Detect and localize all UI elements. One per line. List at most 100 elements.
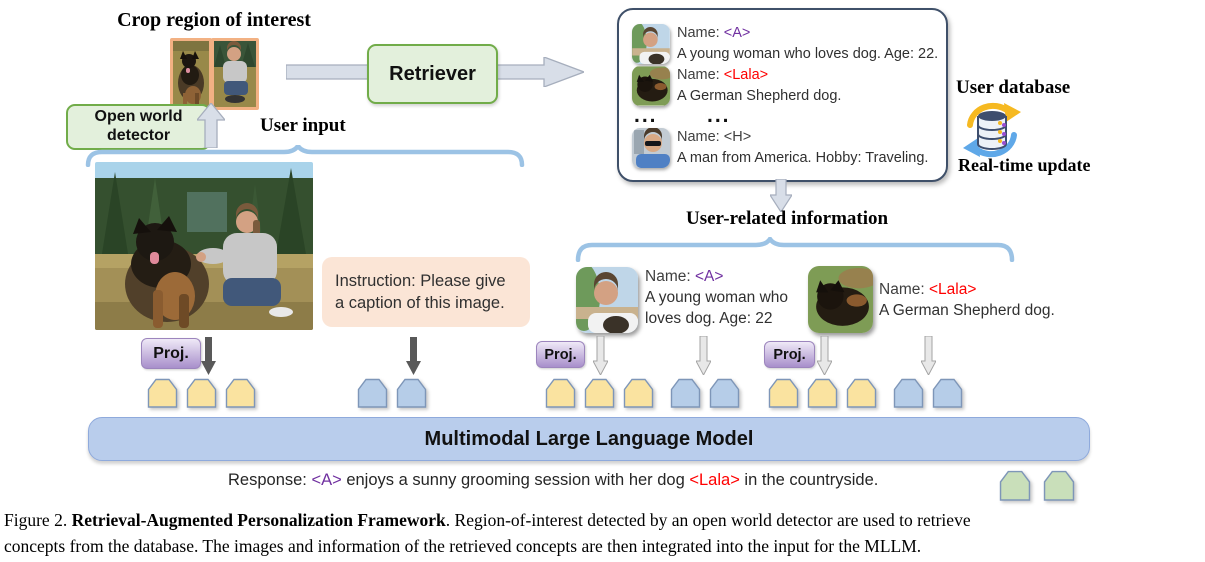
retrieved-entry-lala: Name: <Lala> A German Shepherd dog. <box>879 279 1064 321</box>
image-tokens-concept-lala <box>768 378 877 408</box>
concept-tag-lala: <Lala> <box>723 67 769 83</box>
retrieved-avatar-dog-lala <box>808 266 873 333</box>
proj-label: Proj. <box>544 346 577 363</box>
down-arrow-light-icon <box>696 336 711 375</box>
response-suffix: in the countryside. <box>739 471 879 489</box>
dog-grooming-photo-illustration <box>95 162 313 330</box>
proj-box-2: Proj. <box>536 341 585 368</box>
avatar-man-h <box>632 128 670 168</box>
instruction-text: Instruction: Please give a caption of th… <box>335 271 506 312</box>
dog-crop-illustration <box>173 41 209 107</box>
token-image <box>545 378 576 408</box>
caption-line-1: Figure 2. Retrieval-Augmented Personaliz… <box>4 507 1203 533</box>
caption-figure-number: Figure 2. <box>4 510 72 530</box>
realtime-update-label: Real-time update <box>958 155 1091 175</box>
name-label: Name: <box>879 281 925 298</box>
output-tokens <box>997 470 1077 501</box>
crop-region-title: Crop region of interest <box>117 9 311 31</box>
ellipsis-right: ... <box>707 104 731 127</box>
token-text <box>709 378 740 408</box>
token-text <box>670 378 701 408</box>
response-tag-lala: <Lala> <box>689 471 740 489</box>
token-output <box>999 470 1031 501</box>
text-tokens-concept-a <box>670 378 740 408</box>
token-image <box>807 378 838 408</box>
down-arrow-light-icon <box>593 336 608 375</box>
mllm-bar: Multimodal Large Language Model <box>88 417 1090 461</box>
name-label: Name: <box>677 25 720 41</box>
db-row-h-desc: A man from America. Hobby: Traveling. <box>677 150 929 166</box>
token-output <box>1043 470 1075 501</box>
token-text <box>932 378 963 408</box>
token-image <box>225 378 256 408</box>
proj-label: Proj. <box>153 344 189 362</box>
retrieved-entry-a-desc: A young woman who loves dog. Age: 22 <box>645 289 789 327</box>
response-line: Response: <A> enjoys a sunny grooming se… <box>228 471 878 490</box>
down-arrow-icon <box>770 179 792 212</box>
proj-label: Proj. <box>773 346 806 363</box>
open-world-detector-box: Open world detector <box>66 104 211 150</box>
db-row-h-name: Name: <H> <box>677 127 751 147</box>
down-arrow-dark-icon <box>406 337 421 375</box>
image-tokens-concept-a <box>545 378 654 408</box>
concept-tag-lala: <Lala> <box>928 281 977 298</box>
figure-caption: Figure 2. Retrieval-Augmented Personaliz… <box>4 507 1203 559</box>
response-tag-a: <A> <box>311 471 342 489</box>
concept-tag-h: <H> <box>723 129 752 145</box>
down-arrow-light-icon <box>817 336 832 375</box>
token-image <box>584 378 615 408</box>
proj-box-1: Proj. <box>141 338 201 369</box>
token-image <box>768 378 799 408</box>
crop-thumb-dog-image <box>170 38 212 110</box>
response-middle: enjoys a sunny grooming session with her… <box>341 471 690 489</box>
user-database-label: User database <box>956 77 1071 98</box>
ellipsis-left: ... <box>634 104 658 127</box>
response-prefix: Response: <box>228 471 312 489</box>
user-input-brace <box>85 145 525 167</box>
db-row-lala-name: Name: <Lala> <box>677 65 768 85</box>
up-arrow-icon <box>197 103 225 148</box>
token-image <box>147 378 178 408</box>
caption-bold-title: Retrieval-Augmented Personalization Fram… <box>71 510 446 530</box>
image-tokens-user-photo <box>147 378 256 408</box>
name-label: Name: <box>677 67 720 83</box>
down-arrow-light-icon <box>921 336 936 375</box>
token-image <box>623 378 654 408</box>
retriever-label: Retriever <box>389 62 476 85</box>
caption-line1-rest: . Region-of-interest detected by an open… <box>445 510 971 530</box>
database-sync-icon <box>963 102 1021 158</box>
avatar-dog-lala <box>632 66 670 106</box>
retrieved-entry-a: Name: <A> A young woman who loves dog. A… <box>645 266 817 329</box>
token-text <box>396 378 427 408</box>
avatar-woman-a <box>632 24 670 64</box>
token-image <box>186 378 217 408</box>
user-database-box: Name: <A> A young woman who loves dog. A… <box>617 8 948 182</box>
retriever-box: Retriever <box>367 44 498 104</box>
db-row-a-name: Name: <A> <box>677 23 750 43</box>
mllm-label: Multimodal Large Language Model <box>424 427 754 450</box>
concept-tag-a: <A> <box>723 25 751 41</box>
db-row-lala-desc: A German Shepherd dog. <box>677 88 842 104</box>
crop-thumb-woman-image <box>211 38 259 110</box>
proj-box-3: Proj. <box>764 341 815 368</box>
token-text <box>893 378 924 408</box>
open-world-detector-label: Open world detector <box>94 108 183 144</box>
text-tokens-instruction <box>357 378 427 408</box>
retrieved-avatar-woman-a <box>576 267 638 333</box>
down-arrow-dark-icon <box>201 337 216 375</box>
woman-crop-illustration <box>214 41 256 107</box>
name-label: Name: <box>677 129 720 145</box>
name-label: Name: <box>645 268 691 285</box>
token-image <box>846 378 877 408</box>
db-row-a-desc: A young woman who loves dog. Age: 22. <box>677 46 939 62</box>
text-tokens-concept-lala <box>893 378 963 408</box>
user-related-info-label: User-related information <box>686 208 889 229</box>
caption-line-2: concepts from the database. The images a… <box>4 536 922 556</box>
user-input-label: User input <box>260 115 346 136</box>
user-input-image <box>95 162 313 330</box>
user-related-info-brace <box>575 237 1015 262</box>
token-text <box>357 378 388 408</box>
concept-tag-a: <A> <box>694 268 724 285</box>
instruction-box: Instruction: Please give a caption of th… <box>322 257 530 327</box>
